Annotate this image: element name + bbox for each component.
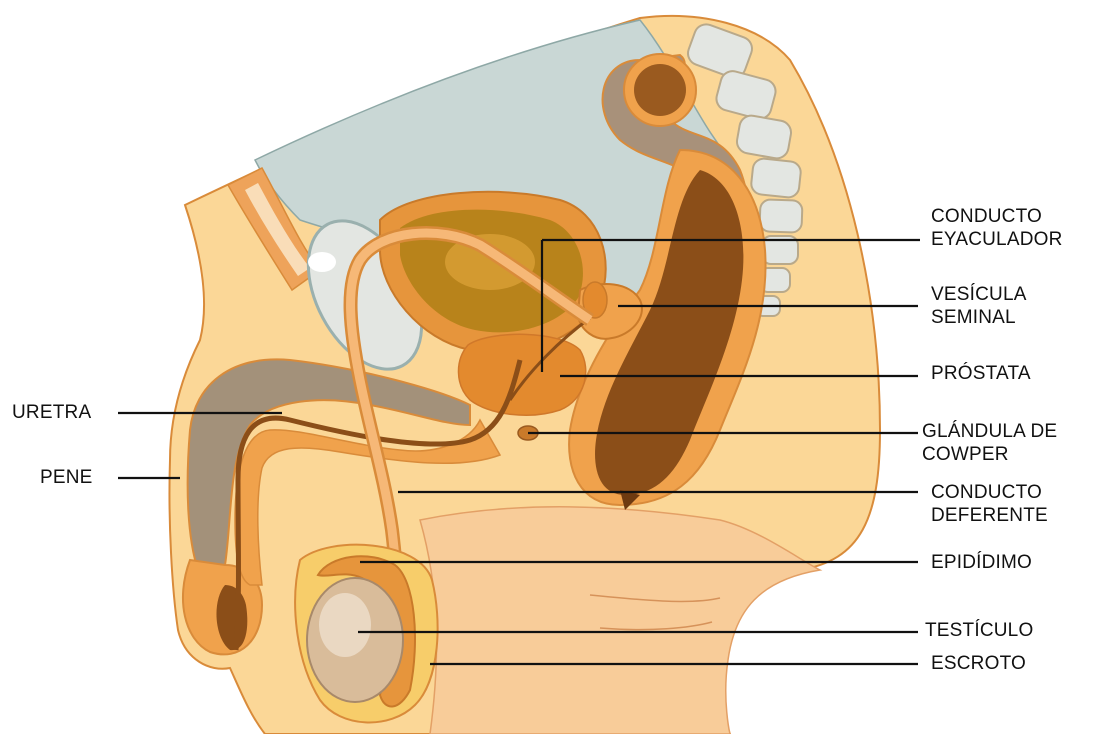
thigh-area (420, 507, 820, 734)
label-glandula-cowper: GLÁNDULA DE COWPER (922, 420, 1057, 466)
colon-lumen-inner (634, 64, 686, 116)
label-prostata: PRÓSTATA (931, 362, 1031, 385)
label-epididimo-text: EPIDÍDIMO (931, 551, 1032, 574)
label-conducto-eyaculador-line1: CONDUCTO (931, 205, 1063, 228)
label-conducto-deferente-line2: DEFERENTE (931, 504, 1048, 527)
label-testiculo: TESTÍCULO (925, 619, 1033, 642)
label-pene-text: PENE (40, 466, 93, 489)
label-conducto-deferente: CONDUCTO DEFERENTE (931, 481, 1048, 527)
label-uretra: URETRA (12, 401, 91, 424)
label-escroto-text: ESCROTO (931, 652, 1026, 675)
label-glandula-cowper-line2: COWPER (922, 443, 1057, 466)
testis-highlight (319, 593, 371, 657)
label-conducto-eyaculador-line2: EYACULADOR (931, 228, 1063, 251)
label-vesicula-seminal-line2: SEMINAL (931, 306, 1027, 329)
label-conducto-eyaculador: CONDUCTO EYACULADOR (931, 205, 1063, 251)
label-testiculo-text: TESTÍCULO (925, 619, 1033, 642)
label-vesicula-seminal: VESÍCULA SEMINAL (931, 283, 1027, 329)
label-prostata-text: PRÓSTATA (931, 362, 1031, 385)
label-escroto: ESCROTO (931, 652, 1026, 675)
label-epididimo: EPIDÍDIMO (931, 551, 1032, 574)
label-pene: PENE (40, 466, 93, 489)
label-glandula-cowper-line1: GLÁNDULA DE (922, 420, 1057, 443)
prostate (458, 334, 585, 415)
label-uretra-text: URETRA (12, 401, 91, 424)
label-conducto-deferente-line1: CONDUCTO (931, 481, 1048, 504)
pubic-bone-highlight (308, 252, 336, 272)
label-vesicula-seminal-line1: VESÍCULA (931, 283, 1027, 306)
